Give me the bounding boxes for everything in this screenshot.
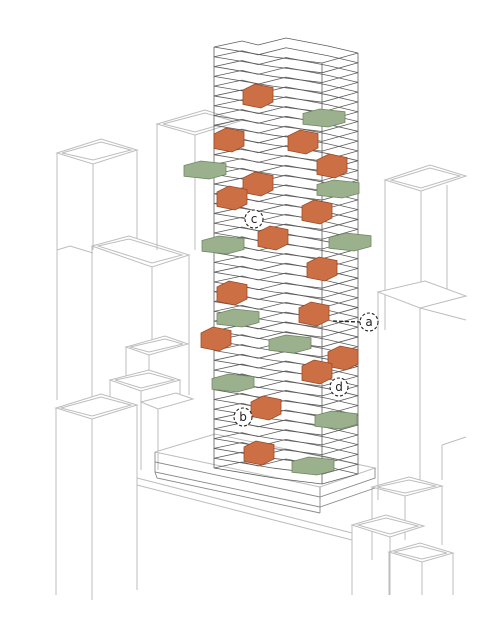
orange-module xyxy=(257,225,289,251)
floor-plate xyxy=(213,390,359,416)
floor-plate xyxy=(213,47,359,74)
callout-a-leader xyxy=(332,320,361,323)
callout-a: a xyxy=(359,312,379,332)
floor-plate xyxy=(213,145,359,172)
orange-module xyxy=(213,127,245,153)
green-module xyxy=(316,179,360,199)
callout-c: c xyxy=(244,209,264,229)
orange-module xyxy=(243,440,275,466)
floor-plate xyxy=(213,76,359,103)
orange-module xyxy=(216,185,248,211)
context-building-left-front xyxy=(54,393,139,600)
orange-module xyxy=(301,359,333,385)
floor-plate xyxy=(213,86,359,113)
context-building-right-low xyxy=(370,436,467,560)
green-module xyxy=(291,456,335,476)
floor-plate xyxy=(213,272,359,299)
orange-module xyxy=(287,129,319,155)
callouts: a b c d xyxy=(233,209,379,427)
floor-plate xyxy=(213,341,359,367)
context-building-left-upper xyxy=(55,138,139,260)
orange-module xyxy=(200,326,232,352)
context-building-left-low xyxy=(108,335,195,470)
floor-plate xyxy=(213,233,359,260)
green-module xyxy=(201,235,245,255)
orange-module xyxy=(327,345,359,371)
context-building-right-front xyxy=(350,514,455,595)
context-buildings xyxy=(54,109,468,600)
tower-modules xyxy=(183,83,372,476)
callout-c-label: c xyxy=(251,212,258,226)
floor-plate xyxy=(213,439,359,465)
green-module xyxy=(314,410,358,430)
orange-module xyxy=(216,280,248,306)
context-building-left-small xyxy=(56,245,94,400)
orange-module xyxy=(301,199,333,225)
orange-module xyxy=(306,256,338,282)
floor-plate xyxy=(213,57,359,83)
context-building-right-long xyxy=(376,280,468,500)
green-module xyxy=(183,160,227,180)
green-module xyxy=(268,334,312,354)
floor-plate xyxy=(213,135,359,162)
context-building-left-tall xyxy=(90,235,191,410)
green-module xyxy=(216,308,260,328)
callout-a-label: a xyxy=(365,315,372,329)
green-module xyxy=(211,373,255,393)
callout-b: b xyxy=(233,407,253,427)
floor-plate xyxy=(213,429,359,456)
orange-module xyxy=(316,153,348,179)
context-building-right-upper xyxy=(383,164,468,330)
orange-module xyxy=(298,301,330,327)
orange-module xyxy=(242,171,274,197)
orange-module xyxy=(250,395,282,421)
green-module xyxy=(328,232,372,252)
callout-d: d xyxy=(329,377,349,397)
callout-b-label: b xyxy=(239,410,247,424)
floor-plate xyxy=(213,223,359,250)
floor-plate xyxy=(213,66,359,93)
orange-module xyxy=(242,83,274,109)
callout-d-label: d xyxy=(335,380,343,394)
floor-plate xyxy=(213,243,359,270)
floor-plate xyxy=(213,399,359,426)
green-module xyxy=(302,108,346,128)
floor-plate xyxy=(213,37,359,64)
